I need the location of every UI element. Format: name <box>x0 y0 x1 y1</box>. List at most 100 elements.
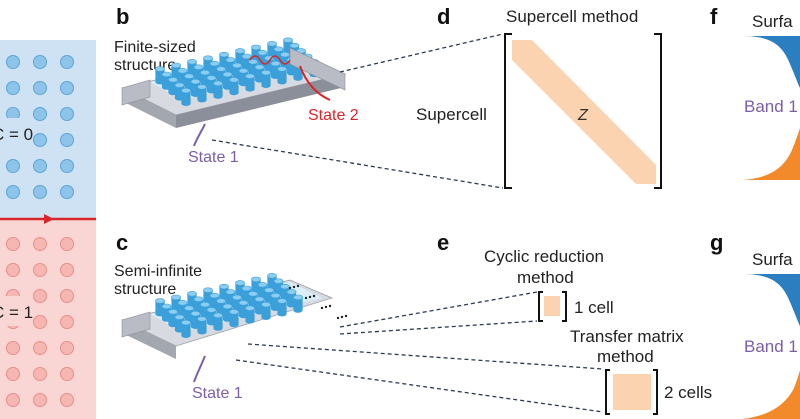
lattice-site <box>6 393 20 407</box>
lattice-site <box>60 237 74 251</box>
lattice-site <box>33 159 47 173</box>
g-band-label: Band 1 <box>744 337 798 356</box>
g-bulk-band-orange <box>742 370 800 419</box>
label-mask-top <box>0 118 24 148</box>
transfer-method-label-2: method <box>597 347 654 366</box>
d-connector-top <box>339 33 504 73</box>
supercell-label: Supercell <box>416 105 487 124</box>
matrix-bracket-right <box>654 33 662 189</box>
lattice-site <box>60 393 74 407</box>
lattice-site <box>6 55 20 69</box>
semi-pillar-array <box>155 273 303 338</box>
finite-structure-label-2: structure <box>114 57 176 74</box>
f-band-label: Band 1 <box>744 97 798 116</box>
lattice-site <box>60 289 74 303</box>
finite-plate-side <box>176 74 345 128</box>
lattice-site <box>33 55 47 69</box>
transfer-bracket-left <box>605 369 610 415</box>
g-label-mask <box>748 244 800 270</box>
lattice-site <box>33 237 47 251</box>
panel-g: Surfa Band 1 <box>742 244 800 419</box>
lattice-site <box>33 393 47 407</box>
panel-f: Surfa Band 1 <box>742 6 800 180</box>
pillar <box>245 305 255 324</box>
panel-letter-c: c <box>116 230 128 255</box>
transfer-cell-count: 2 cells <box>664 383 712 402</box>
matrix-bracket-left <box>504 33 512 189</box>
pillar <box>229 309 239 328</box>
cyclic-method-label-1: Cyclic reduction <box>484 247 604 266</box>
lattice-site <box>6 159 20 173</box>
panel-letter-f: f <box>710 4 718 29</box>
chern-label-top: C = 0 <box>0 125 33 144</box>
state2-label: State 2 <box>308 107 359 124</box>
pillar <box>277 66 287 85</box>
panel-letter-g: g <box>710 230 723 255</box>
pillar <box>270 60 281 79</box>
lattice-site <box>60 159 74 173</box>
lattice-site <box>60 263 74 277</box>
lattice-site <box>33 315 47 329</box>
lattice-site <box>60 341 74 355</box>
matrix-diagonal-label: Z <box>577 107 589 124</box>
pillar <box>293 294 303 313</box>
lattice-site <box>33 263 47 277</box>
pillar <box>213 312 223 331</box>
lattice-site <box>33 185 47 199</box>
g-surface-band-blue <box>742 274 800 326</box>
panel-e: Cyclic reduction method 1 cell Transfer … <box>235 247 712 415</box>
state2-wave <box>249 55 291 65</box>
pillar <box>181 319 191 338</box>
lattice-site <box>6 367 20 381</box>
panel-c: Semi-infinite structure State 1 <box>114 263 348 402</box>
cyclic-bracket-left <box>538 291 543 322</box>
panel-b: Finite-sized structure State 2 State 1 <box>114 37 359 166</box>
cyclic-cell-block <box>544 296 560 316</box>
d-connector-bottom <box>211 139 504 189</box>
panel-d: Supercell method Supercell Z <box>211 7 662 189</box>
f-bulk-band-orange <box>742 128 800 180</box>
lattice-site <box>33 367 47 381</box>
lattice-site <box>33 341 47 355</box>
panel-letter-b: b <box>116 4 129 29</box>
pillar <box>245 73 255 92</box>
matrix-diagonal-band <box>512 40 656 184</box>
state1-edge-curve-b <box>193 123 206 147</box>
semi-infinite-dots <box>288 284 348 320</box>
lattice-site <box>60 55 74 69</box>
panel-letter-e: e <box>437 230 449 255</box>
lattice-site <box>6 237 20 251</box>
lattice-site <box>60 133 74 147</box>
state2-edge-curve <box>299 65 331 101</box>
lattice-site <box>33 81 47 95</box>
label-mask-bottom <box>0 296 24 326</box>
f-label-mask <box>748 6 800 32</box>
finite-structure-label-1: Finite-sized <box>114 39 196 56</box>
pillar <box>197 84 207 103</box>
cyclic-cell-count: 1 cell <box>574 298 614 317</box>
lattice-site <box>6 81 20 95</box>
cyclic-bracket-right <box>562 291 567 322</box>
edge-state-arrow-icon <box>44 214 54 224</box>
lattice-site <box>6 263 20 277</box>
e-connector-1 <box>339 291 538 328</box>
pillar <box>261 301 271 320</box>
lattice-site <box>60 107 74 121</box>
g-surface-label: Surfa <box>752 250 793 269</box>
pillar <box>261 69 271 88</box>
pillar <box>181 87 191 106</box>
f-surface-band-blue <box>742 36 800 88</box>
pillar <box>229 77 239 96</box>
semi-structure-label-2: structure <box>114 281 176 298</box>
finite-wall-left <box>121 79 151 106</box>
pillar <box>213 80 223 99</box>
semi-structure-label-1: Semi-infinite <box>114 263 202 280</box>
supercell-method-title: Supercell method <box>506 7 638 26</box>
transfer-bracket-right <box>653 369 658 415</box>
e-connector-2 <box>339 320 538 335</box>
transfer-method-label-1: Transfer matrix <box>570 327 684 346</box>
lattice-site <box>60 315 74 329</box>
pillar <box>197 316 207 335</box>
semi-wall-left <box>121 311 151 338</box>
